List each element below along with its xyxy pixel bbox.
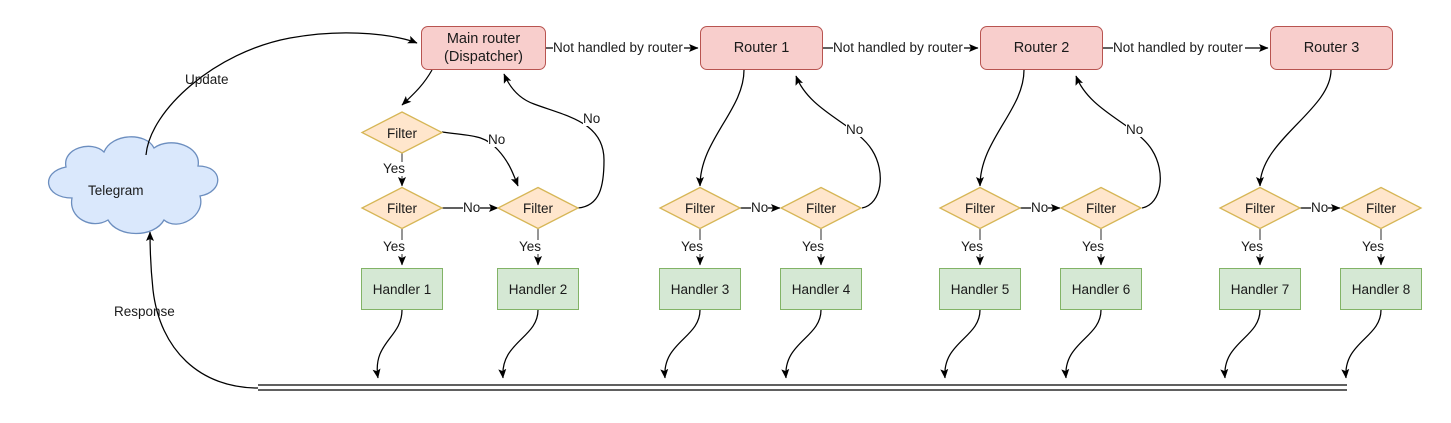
node-handler-3[interactable]: Handler 3 xyxy=(659,268,741,310)
filter-7-shape[interactable] xyxy=(1218,186,1302,230)
handler-4-label: Handler 4 xyxy=(791,281,851,297)
edge-label-yes-filter-5: Yes xyxy=(961,239,984,254)
node-handler-2[interactable]: Handler 2 xyxy=(497,268,579,310)
node-router-2[interactable]: Router 2 xyxy=(980,26,1103,70)
main-router-label-line1: Main router xyxy=(446,30,521,47)
edge-label-yes-filter-4: Yes xyxy=(802,239,825,254)
node-router-3[interactable]: Router 3 xyxy=(1270,26,1393,70)
main-router-label-line2: (Dispatcher) xyxy=(444,49,523,65)
edge-label-yes-filter-7: Yes xyxy=(1241,239,1264,254)
filter-5-shape[interactable] xyxy=(938,186,1022,230)
filter-3-shape[interactable] xyxy=(658,186,742,230)
filter-6-shape[interactable] xyxy=(1059,186,1143,230)
node-handler-6[interactable]: Handler 6 xyxy=(1060,268,1142,310)
edge-label-not-handled-2: Not handled by router xyxy=(833,40,963,55)
filter-8-shape[interactable] xyxy=(1339,186,1423,230)
edge-router3-to-filter-7 xyxy=(1256,69,1332,187)
edge-label-yes-filter-8: Yes xyxy=(1362,239,1385,254)
edge-handler-3-to-bus xyxy=(660,309,701,379)
edge-filter-4-no-to-router1 xyxy=(795,75,881,209)
edge-router2-to-filter-5 xyxy=(976,69,1025,187)
edge-label-no-filter-7: No xyxy=(1311,200,1329,215)
filter-1-shape[interactable] xyxy=(360,186,444,230)
filter-4-shape[interactable] xyxy=(779,186,863,230)
edge-label-no-filter-a: No xyxy=(488,132,506,147)
edge-filter-a-no-to-filter-2 xyxy=(441,131,519,187)
node-handler-4[interactable]: Handler 4 xyxy=(780,268,862,310)
edge-filter-6-no-to-router2 xyxy=(1075,75,1161,209)
edge-label-no-filter-4: No xyxy=(846,122,864,137)
edge-handler-8-to-bus xyxy=(1341,309,1382,379)
node-handler-7[interactable]: Handler 7 xyxy=(1219,268,1301,310)
filter-a-shape[interactable] xyxy=(360,111,444,154)
edge-label-yes-filter-6: Yes xyxy=(1082,239,1105,254)
router-1-label: Router 1 xyxy=(733,39,790,56)
edge-handler-7-to-bus xyxy=(1220,309,1261,379)
edge-label-no-filter-6: No xyxy=(1126,122,1144,137)
node-main-router[interactable]: Main router (Dispatcher) xyxy=(421,26,546,70)
handler-5-label: Handler 5 xyxy=(950,281,1010,297)
filter-2-shape[interactable] xyxy=(496,186,580,230)
edge-label-not-handled-3: Not handled by router xyxy=(1113,40,1243,55)
telegram-cloud-shape xyxy=(47,136,219,234)
edge-router1-to-filter-3 xyxy=(696,69,745,187)
edge-handler-1-to-bus xyxy=(372,309,403,379)
node-handler-1[interactable]: Handler 1 xyxy=(361,268,443,310)
node-handler-5[interactable]: Handler 5 xyxy=(939,268,1021,310)
router-3-label: Router 3 xyxy=(1303,39,1360,56)
node-router-1[interactable]: Router 1 xyxy=(700,26,823,70)
edge-handler-2-to-bus xyxy=(498,309,539,379)
edge-filter-2-no-to-mainrouter xyxy=(503,73,605,209)
telegram-cloud-label: Telegram xyxy=(88,183,144,198)
edge-label-yes-filter-3: Yes xyxy=(681,239,704,254)
edge-response xyxy=(146,231,259,389)
edge-label-not-handled-1: Not handled by router xyxy=(553,40,683,55)
edge-label-yes-filter-1: Yes xyxy=(383,239,406,254)
handler-3-label: Handler 3 xyxy=(670,281,730,297)
edge-label-no-filter-3: No xyxy=(751,200,769,215)
edge-label-update: Update xyxy=(185,72,229,87)
handler-7-label: Handler 7 xyxy=(1230,281,1290,297)
edge-handler-5-to-bus xyxy=(940,309,981,379)
handler-8-label: Handler 8 xyxy=(1351,281,1411,297)
edge-label-no-filter-2: No xyxy=(583,111,601,126)
router-2-label: Router 2 xyxy=(1013,39,1070,56)
handler-1-label: Handler 1 xyxy=(372,281,432,297)
edge-handler-6-to-bus xyxy=(1061,309,1102,379)
edge-label-no-filter-5: No xyxy=(1031,200,1049,215)
edge-update xyxy=(145,32,418,156)
edge-label-yes-filter-2: Yes xyxy=(519,239,542,254)
handler-2-label: Handler 2 xyxy=(508,281,568,297)
handler-6-label: Handler 6 xyxy=(1071,281,1131,297)
edge-handler-4-to-bus xyxy=(781,309,822,379)
edge-mainrouter-to-filter-a xyxy=(401,69,433,106)
edge-label-response: Response xyxy=(114,304,175,319)
edge-label-no-filter-1: No xyxy=(463,200,481,215)
edge-label-yes-filter-a: Yes xyxy=(383,161,406,176)
node-handler-8[interactable]: Handler 8 xyxy=(1340,268,1422,310)
